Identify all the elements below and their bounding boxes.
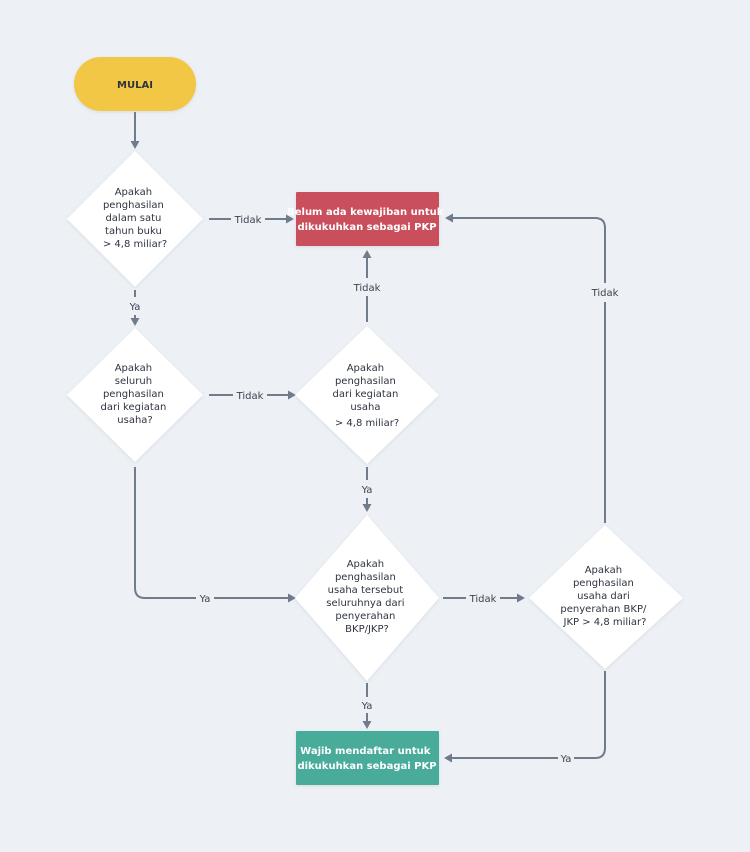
decision-d4: Apakah penghasilan usaha tersebut seluru… — [295, 515, 439, 681]
decision-line: penghasilan — [573, 578, 634, 589]
edge-label-d5-yes: Ya — [560, 754, 572, 765]
decision-d2: Apakah seluruh penghasilan dari kegiatan… — [67, 328, 203, 462]
edge-label-d4-no: Tidak — [469, 594, 497, 605]
arrowhead — [130, 141, 140, 149]
decision-diamond — [67, 151, 203, 287]
edge-labels: Tidak Ya Tidak Tidak Ya Ya Tidak Ya Tida… — [129, 215, 619, 765]
outcome-must-register: Wajib mendaftar untuk dikukuhkan sebagai… — [296, 731, 439, 785]
outcome-must-register-text: Wajib mendaftar untuk dikukuhkan sebagai… — [297, 746, 436, 772]
decision-diamond — [295, 515, 439, 681]
arrowhead — [288, 593, 296, 603]
decision-d2-text: Apakah seluruh penghasilan dari kegiatan… — [101, 363, 170, 426]
decision-line: dari kegiatan — [333, 389, 399, 400]
decision-line: Apakah — [115, 363, 152, 374]
decision-line: Apakah — [585, 565, 622, 576]
decision-line: Apakah — [115, 187, 152, 198]
edge-label-d4-yes: Ya — [361, 701, 373, 712]
outcome-line: dikukuhkan sebagai PKP — [297, 222, 436, 233]
decision-line: penghasilan — [335, 572, 396, 583]
decision-line: usaha? — [117, 415, 152, 426]
arrowhead — [130, 318, 140, 326]
arrowhead — [288, 390, 296, 400]
arrowhead — [286, 214, 294, 224]
decision-d5: Apakah penghasilan usaha dari penyerahan… — [529, 525, 683, 669]
outcome-line: Wajib mendaftar untuk — [300, 746, 431, 757]
decision-line: Apakah — [347, 559, 384, 570]
edge-label-d1-no: Tidak — [234, 215, 262, 226]
arrowhead — [444, 753, 452, 763]
outcome-line: Belum ada kewajiban untuk — [287, 207, 444, 218]
connector-d2-yes-a — [134, 467, 196, 599]
edge-label-d3-yes: Ya — [361, 485, 373, 496]
outcome-box-red — [296, 192, 439, 246]
arrowhead — [362, 721, 372, 729]
decision-d3: Apakah penghasilan dari kegiatan usaha >… — [295, 326, 439, 464]
decision-d3-text: Apakah penghasilan dari kegiatan usaha >… — [333, 363, 402, 429]
decision-line: dari kegiatan — [101, 402, 167, 413]
outcome-no-obligation: Belum ada kewajiban untuk dikukuhkan seb… — [287, 192, 447, 246]
edge-label-d2-no: Tidak — [236, 391, 264, 402]
decision-line: penyerahan — [335, 611, 395, 622]
decision-line: penghasilan — [103, 200, 164, 211]
decision-line: JKP > 4,8 miliar? — [563, 617, 647, 628]
connector-d5-yes-a — [574, 671, 606, 759]
decision-line: seluruh — [115, 376, 152, 387]
arrowhead — [517, 593, 525, 603]
decision-diamond — [295, 326, 439, 464]
decision-line: usaha — [350, 402, 380, 413]
decision-line: tahun buku — [105, 226, 162, 237]
connector-d5-no-b — [453, 217, 606, 283]
outcome-box-green — [296, 731, 439, 785]
edge-label-d5-no: Tidak — [591, 288, 619, 299]
decision-d5-text: Apakah penghasilan usaha dari penyerahan… — [560, 565, 649, 628]
decision-line: Apakah — [347, 363, 384, 374]
decision-line: usaha tersebut — [328, 585, 404, 596]
decision-line: BKP/JKP? — [345, 624, 389, 635]
decision-line: seluruhnya dari — [326, 598, 404, 609]
edge-label-d3-no: Tidak — [353, 283, 381, 294]
decision-line: penghasilan — [103, 389, 164, 400]
decision-line: penghasilan — [335, 376, 396, 387]
decision-diamond — [67, 328, 203, 462]
decision-line: > 4,8 miliar? — [335, 418, 399, 429]
connectors — [130, 112, 606, 763]
decision-line: penyerahan BKP/ — [560, 604, 647, 615]
decision-line: dalam satu — [105, 213, 161, 224]
decision-diamond — [529, 525, 683, 669]
outcome-line: dikukuhkan sebagai PKP — [297, 761, 436, 772]
edge-label-d1-yes: Ya — [129, 302, 141, 313]
start-node: MULAI — [74, 57, 196, 111]
arrowhead — [362, 250, 372, 258]
decision-d1-text: Apakah penghasilan dalam satu tahun buku… — [103, 187, 167, 250]
arrowhead — [445, 213, 453, 223]
outcome-no-obligation-text: Belum ada kewajiban untuk dikukuhkan seb… — [287, 207, 447, 233]
start-pill — [74, 57, 196, 111]
decision-line: usaha dari — [577, 591, 630, 602]
edge-label-d2-yes: Ya — [199, 594, 211, 605]
arrowhead — [362, 504, 372, 512]
start-label: MULAI — [117, 80, 153, 91]
decision-d4-text: Apakah penghasilan usaha tersebut seluru… — [326, 559, 407, 635]
decision-d1: Apakah penghasilan dalam satu tahun buku… — [67, 151, 203, 287]
decision-line: > 4,8 miliar? — [103, 239, 167, 250]
